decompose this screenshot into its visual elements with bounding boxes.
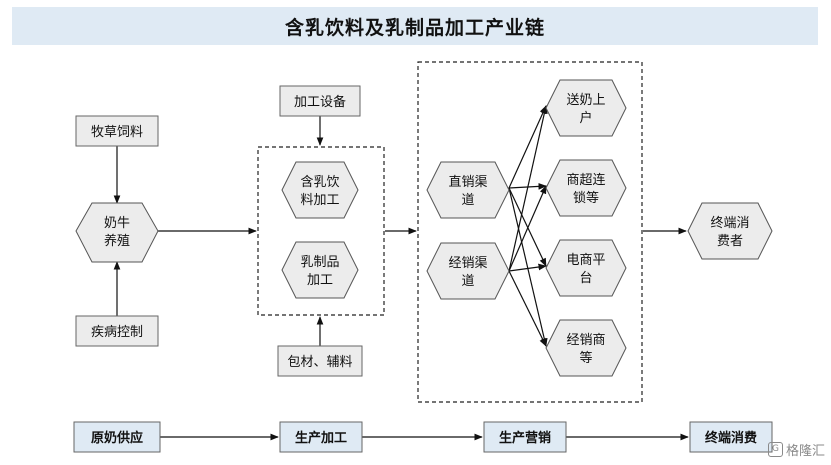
marketing-group <box>417 61 643 403</box>
svg-text:经销渠: 经销渠 <box>448 256 487 271</box>
watermark-logo-icon: G <box>767 442 783 457</box>
node-dealers: 经销商 等 <box>545 319 627 377</box>
processing-group <box>257 146 385 316</box>
svg-text:疾病控制: 疾病控制 <box>91 325 143 340</box>
svg-text:奶牛: 奶牛 <box>104 216 130 231</box>
svg-text:电商平: 电商平 <box>566 253 605 268</box>
svg-text:生产加工: 生产加工 <box>295 430 347 446</box>
node-dealer-channel: 经销渠 道 <box>426 242 510 300</box>
watermark-text: 格隆汇 <box>785 444 825 459</box>
svg-text:台: 台 <box>579 271 592 286</box>
stage-consumption: 终端消费 <box>689 421 773 453</box>
svg-text:料加工: 料加工 <box>300 193 339 208</box>
svg-text:乳制品: 乳制品 <box>300 255 339 270</box>
node-packaging: 包材、辅料 <box>277 345 363 377</box>
page-title: 含乳饮料及乳制品加工产业链 <box>284 16 545 39</box>
svg-text:终端消费: 终端消费 <box>705 430 757 446</box>
svg-text:加工: 加工 <box>307 273 333 288</box>
svg-text:户: 户 <box>579 110 592 126</box>
stage-marketing: 生产营销 <box>483 421 567 453</box>
node-milk-drink-processing: 含乳饮 料加工 <box>281 161 359 219</box>
svg-text:等: 等 <box>579 350 592 366</box>
node-supermarkets: 商超连 锁等 <box>545 159 627 217</box>
node-ecommerce: 电商平 台 <box>545 239 627 297</box>
edge-dealer-households <box>508 105 548 272</box>
edge-direct-dealers <box>508 187 548 347</box>
title-bar: 含乳饮料及乳制品加工产业链 <box>12 7 818 45</box>
node-disease: 疾病控制 <box>75 315 159 347</box>
node-direct-channel: 直销渠 道 <box>426 161 510 219</box>
edge-direct-households <box>508 105 547 189</box>
svg-text:生产营销: 生产营销 <box>499 430 551 446</box>
stage-production: 生产加工 <box>279 421 363 453</box>
node-consumers: 终端消 费者 <box>687 202 773 260</box>
svg-text:商超连: 商超连 <box>566 172 605 188</box>
edge-dealer-supermarkets <box>508 185 547 272</box>
node-cattle: 奶牛 养殖 <box>75 202 159 263</box>
stage-raw-milk: 原奶供应 <box>73 421 161 453</box>
node-dairy-processing: 乳制品 加工 <box>281 241 359 299</box>
node-equipment: 加工设备 <box>279 85 361 117</box>
node-to-households: 送奶上 户 <box>545 79 627 137</box>
svg-text:费者: 费者 <box>717 234 743 249</box>
svg-text:道: 道 <box>461 274 474 289</box>
svg-text:加工设备: 加工设备 <box>294 94 346 110</box>
svg-text:锁等: 锁等 <box>573 190 599 206</box>
svg-text:终端消: 终端消 <box>710 215 749 231</box>
svg-text:直销渠: 直销渠 <box>448 175 487 190</box>
svg-text:道: 道 <box>461 193 474 208</box>
svg-text:原奶供应: 原奶供应 <box>91 430 143 446</box>
svg-text:含乳饮: 含乳饮 <box>300 174 339 190</box>
svg-text:包材、辅料: 包材、辅料 <box>287 355 352 370</box>
svg-text:养殖: 养殖 <box>104 233 130 249</box>
watermark: G 格隆汇 <box>767 440 825 459</box>
edge-dealer-dealers <box>508 270 547 347</box>
svg-text:经销商: 经销商 <box>566 333 605 348</box>
edge-dealer-ecommerce <box>508 263 547 272</box>
svg-text:送奶上: 送奶上 <box>566 93 605 108</box>
svg-text:牧草饲料: 牧草饲料 <box>91 125 143 140</box>
node-forage: 牧草饲料 <box>75 115 159 147</box>
